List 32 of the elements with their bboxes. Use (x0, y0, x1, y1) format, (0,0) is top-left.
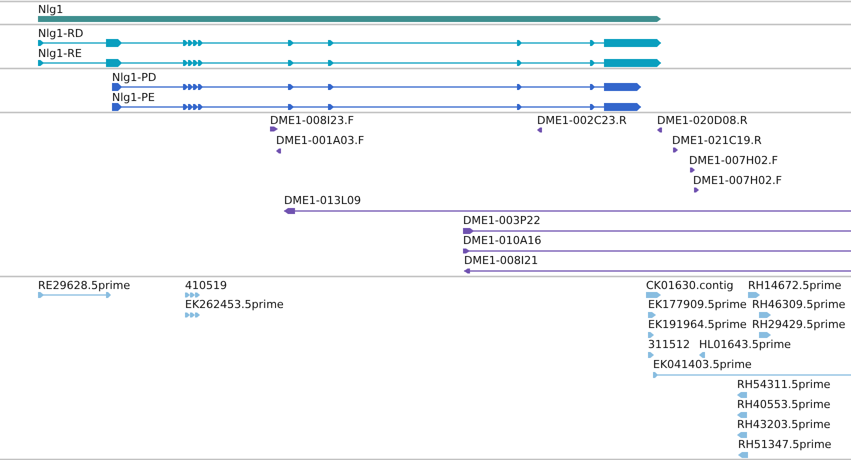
feature-label: HL01643.5prime (699, 338, 791, 351)
feature-label: DME1-002C23.R (537, 114, 627, 127)
transcript-label: Nlg1 (38, 3, 64, 16)
feature-label: DME1-001A03.F (276, 134, 364, 147)
feature-label: DME1-010A16 (463, 234, 542, 247)
feature-label: RH29429.5prime (752, 318, 846, 331)
feature-label: DME1-021C19.R (672, 134, 762, 147)
transcript-label: Nlg1-PD (112, 71, 156, 84)
transcript-label: Nlg1-PE (112, 91, 155, 104)
feature-label: EK191964.5prime (648, 318, 747, 331)
feature-label: CK01630.contig (646, 279, 734, 292)
transcript-label: Nlg1-RE (38, 47, 82, 60)
feature-label: RH43203.5prime (737, 418, 830, 431)
feature-label: DME1-013L09 (284, 194, 361, 207)
feature-label: 311512 (648, 338, 690, 351)
feature-label: RH14672.5prime (748, 279, 842, 292)
feature-label: RH40553.5prime (737, 398, 830, 411)
feature-label: DME1-003P22 (463, 214, 541, 227)
feature-label: RH54311.5prime (737, 378, 830, 391)
feature-label: DME1-008I23.F (270, 114, 354, 127)
feature-label: EK041403.5prime (653, 358, 752, 371)
feature-label: RH46309.5prime (752, 298, 846, 311)
feature-label: 410519 (185, 279, 227, 292)
feature-label: EK262453.5prime (185, 298, 284, 311)
feature-label: RE29628.5prime (38, 279, 130, 292)
transcript-label: Nlg1-RD (38, 27, 84, 40)
feature-label: DME1-008I21 (464, 254, 538, 267)
feature-label: EK177909.5prime (648, 298, 747, 311)
feature-label: DME1-007H02.F (693, 174, 782, 187)
feature-label: DME1-020D08.R (657, 114, 748, 127)
feature-label: DME1-007H02.F (689, 154, 778, 167)
feature-label: RH51347.5prime (738, 438, 832, 451)
